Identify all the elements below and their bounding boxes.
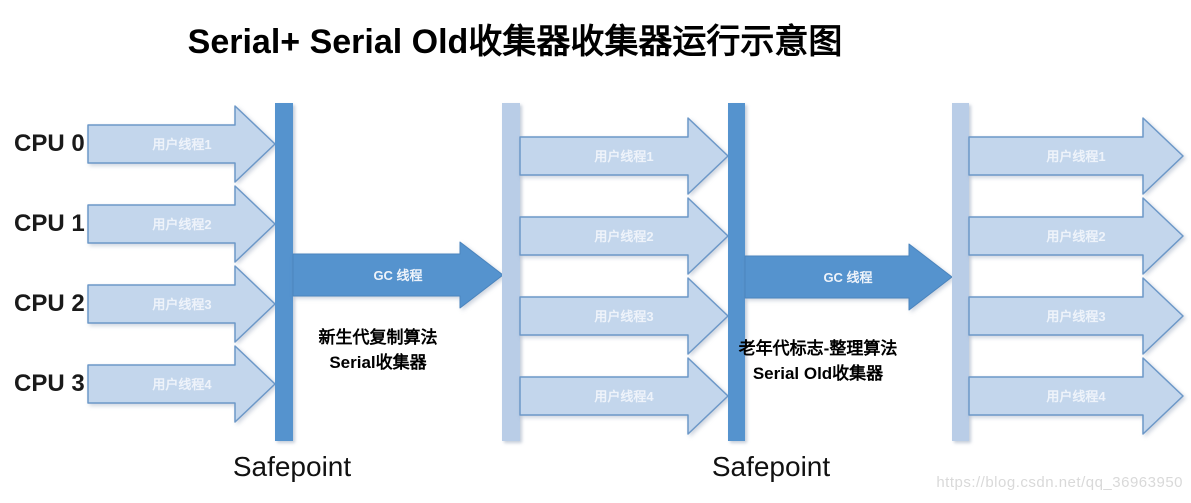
user-thread-label: 用户线程2 <box>1045 229 1105 244</box>
arrow-shape <box>519 197 729 275</box>
cpu-label-3: CPU 3 <box>14 370 85 397</box>
arrow-shape <box>744 243 953 311</box>
user-thread-label: 用户线程4 <box>1045 389 1106 404</box>
user-thread-arrow-set1-1: 用户线程1 <box>87 105 276 183</box>
safepoint-label-1: Safepoint <box>232 451 352 482</box>
gc-phase-1-algorithm: 新生代复制算法 <box>318 328 438 347</box>
safepoint-barrier-1 <box>275 103 293 441</box>
diagram-title: Serial+ Serial Old收集器收集器运行示意图 <box>187 23 843 61</box>
cpu-label-0: CPU 0 <box>14 130 85 157</box>
user-thread-arrow-set2-3: 用户线程3 <box>519 277 729 355</box>
user-thread-arrow-set2-4: 用户线程4 <box>519 357 729 435</box>
safepoint-label-2: Safepoint <box>711 451 831 482</box>
gc-thread-arrow-1: GC 线程 <box>292 241 504 309</box>
thread-resume-bar-1 <box>502 103 520 441</box>
arrow-shape <box>968 197 1184 275</box>
gc-thread-arrow-2: GC 线程 <box>744 243 953 311</box>
arrow-shape <box>968 117 1184 195</box>
gc-thread-label: GC 线程 <box>373 268 422 283</box>
user-thread-label: 用户线程3 <box>1045 309 1105 324</box>
user-thread-arrow-set1-3: 用户线程3 <box>87 265 276 343</box>
cpu-label-1: CPU 1 <box>14 210 85 237</box>
gc-phase-2-collector: Serial Old收集器 <box>752 364 884 383</box>
user-thread-arrow-set1-4: 用户线程4 <box>87 345 276 423</box>
arrow-shape <box>519 357 729 435</box>
user-thread-label: 用户线程1 <box>593 149 653 164</box>
user-thread-arrow-set3-1: 用户线程1 <box>968 117 1184 195</box>
user-thread-arrow-set2-1: 用户线程1 <box>519 117 729 195</box>
user-thread-label: 用户线程1 <box>151 137 211 152</box>
cpu-label-2: CPU 2 <box>14 290 85 317</box>
user-thread-arrow-set1-2: 用户线程2 <box>87 185 276 263</box>
gc-phase-2-description: 老年代标志-整理算法 Serial Old收集器 <box>733 336 903 386</box>
user-thread-arrow-set3-3: 用户线程3 <box>968 277 1184 355</box>
arrow-shape <box>87 105 276 183</box>
gc-phase-1-collector: Serial收集器 <box>329 353 427 372</box>
user-thread-arrow-set3-2: 用户线程2 <box>968 197 1184 275</box>
arrow-shape <box>292 241 504 309</box>
user-thread-label: 用户线程2 <box>593 229 653 244</box>
user-thread-label: 用户线程3 <box>593 309 653 324</box>
user-thread-arrow-set2-2: 用户线程2 <box>519 197 729 275</box>
watermark-url: https://blog.csdn.net/qq_36963950 <box>936 474 1183 491</box>
arrow-shape <box>519 277 729 355</box>
user-thread-label: 用户线程2 <box>151 217 211 232</box>
user-thread-label: 用户线程4 <box>151 377 212 392</box>
safepoint-barrier-2 <box>728 103 745 441</box>
arrow-shape <box>519 117 729 195</box>
arrow-shape <box>87 185 276 263</box>
thread-resume-bar-2 <box>952 103 969 441</box>
user-thread-label: 用户线程1 <box>1045 149 1105 164</box>
gc-phase-1-description: 新生代复制算法 Serial收集器 <box>293 325 463 375</box>
gc-thread-label: GC 线程 <box>823 270 872 285</box>
gc-phase-2-algorithm: 老年代标志-整理算法 <box>738 339 898 358</box>
arrow-shape <box>968 357 1184 435</box>
user-thread-label: 用户线程4 <box>593 389 654 404</box>
arrow-shape <box>87 265 276 343</box>
user-thread-label: 用户线程3 <box>151 297 211 312</box>
arrow-shape <box>968 277 1184 355</box>
user-thread-arrow-set3-4: 用户线程4 <box>968 357 1184 435</box>
arrow-shape <box>87 345 276 423</box>
